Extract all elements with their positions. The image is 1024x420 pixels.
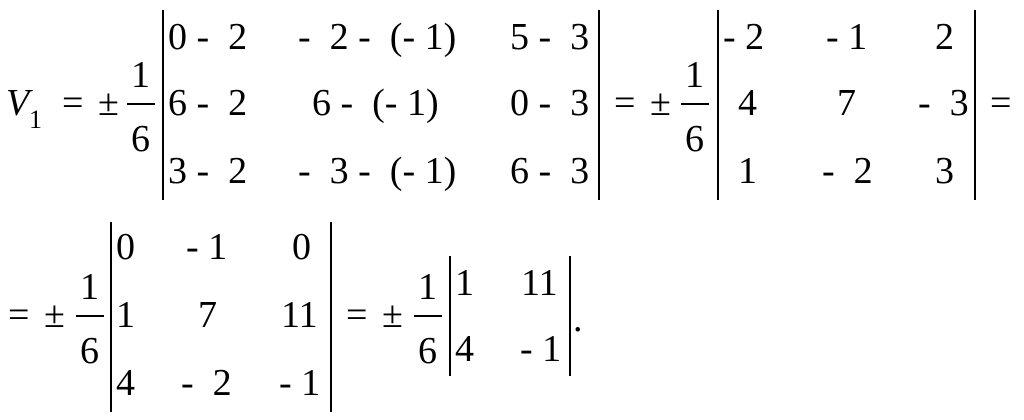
det2-cell: 4 [738,82,757,124]
plus-minus-sign: ± [44,294,65,336]
variable-v: V [6,82,30,124]
fraction-numerator: 1 [418,266,437,308]
det2-cell: - 2 [723,16,765,58]
fraction-numerator: 1 [685,54,704,96]
det4-cell: 11 [521,262,558,304]
det4-cell: - 1 [520,328,562,370]
equals-sign: = [614,82,636,124]
equals-sign: = [8,294,30,336]
plus-minus-sign: ± [650,82,671,124]
det3-right-bar [330,222,332,412]
det3-cell: 0 [292,226,311,268]
fraction-numerator: 1 [131,54,150,96]
det2-cell: 3 [935,150,954,192]
det3-left-bar [110,222,112,412]
det3-cell: 11 [281,294,318,336]
det3-cell: 0 [116,226,135,268]
fraction-line [414,315,442,317]
det1-cell: 5 - 3 [510,16,590,58]
det2-cell: 1 [738,150,757,192]
det4-cell: 4 [455,328,474,370]
det3-cell: 1 [116,294,135,336]
det3-cell: - 1 [279,362,321,404]
det3-cell: 4 [116,362,135,404]
det4-cell: 1 [455,262,474,304]
det2-cell: 7 [837,82,856,124]
fraction-line [681,103,709,105]
det2-cell: 2 [935,16,954,58]
det1-cell: 3 - 2 [168,150,248,192]
det3-cell: - 1 [186,226,228,268]
det1-cell: 6 - (- 1) [312,82,439,124]
equals-sign: = [990,82,1012,124]
det2-cell: - 3 [918,82,969,124]
det2-cell: - 2 [822,150,873,192]
equals-sign: = [346,294,368,336]
det4-right-bar [569,256,571,376]
fraction-numerator: 1 [80,266,99,308]
det3-cell: - 2 [181,362,232,404]
det4-left-bar [449,256,451,376]
fraction-line [76,315,104,317]
fraction-denominator: 6 [80,330,99,372]
det1-cell: - 3 - (- 1) [298,150,457,192]
det1-left-bar [162,10,164,200]
det1-cell: 0 - 2 [168,16,248,58]
det2-cell: - 1 [826,16,868,58]
fraction-line [127,103,155,105]
det1-cell: 6 - 2 [168,82,248,124]
det1-right-bar [598,10,600,200]
plus-minus-sign: ± [382,294,403,336]
fraction-denominator: 6 [131,118,150,160]
det1-cell: - 2 - (- 1) [298,16,457,58]
fraction-denominator: 6 [418,330,437,372]
det3-cell: 7 [198,294,217,336]
fraction-denominator: 6 [685,118,704,160]
det2-right-bar [974,10,976,200]
det1-cell: 6 - 3 [510,150,590,192]
equals-sign: = [62,82,84,124]
det2-left-bar [717,10,719,200]
period: . [573,298,583,340]
det1-cell: 0 - 3 [510,82,590,124]
plus-minus-sign: ± [98,82,119,124]
variable-subscript: 1 [29,105,42,134]
